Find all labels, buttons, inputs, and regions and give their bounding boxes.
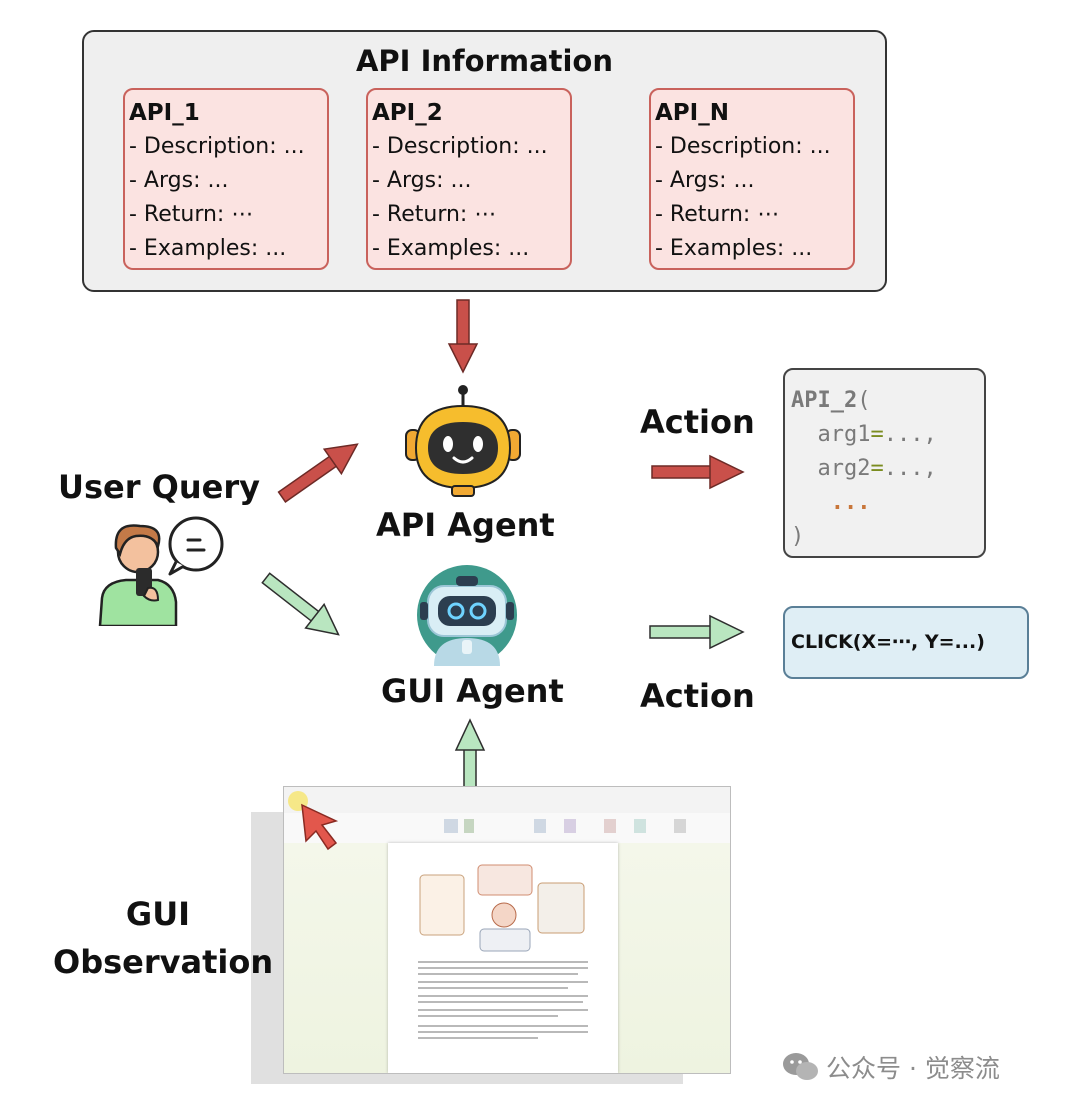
- api-card-return: - Return: ⋯: [129, 202, 254, 227]
- gui-agent-label: GUI Agent: [381, 672, 564, 710]
- code-function-name: API_2: [791, 388, 858, 413]
- api-card-examples: - Examples: ...: [372, 236, 530, 261]
- arrow-observation-to-gui-agent: [454, 718, 486, 789]
- screenshot-ribbon: [284, 813, 730, 844]
- code-arg-value: ...,: [883, 422, 937, 447]
- screenshot-document-page: [388, 843, 618, 1073]
- api-agent-label: API Agent: [376, 506, 555, 544]
- watermark-text: 公众号 · 觉察流: [826, 1054, 1000, 1083]
- code-line-2: arg1=...,: [791, 418, 984, 452]
- screenshot-embedded-figure: [419, 864, 585, 952]
- api-card-description: - Description: ...: [655, 134, 831, 159]
- api-card-name: API_1: [129, 100, 200, 126]
- code-arg-value: ...,: [883, 456, 937, 481]
- gui-observation-screenshot: [283, 786, 731, 1074]
- code-line-1: API_2(: [791, 384, 984, 418]
- mouse-cursor-icon: [288, 791, 339, 851]
- user-with-phone-icon: [98, 516, 224, 626]
- api-card-return: - Return: ⋯: [655, 202, 780, 227]
- api-card-return: - Return: ⋯: [372, 202, 497, 227]
- code-open-paren: (: [857, 388, 871, 413]
- code-line-3: arg2=...,: [791, 452, 984, 486]
- api-information-panel: API Information API_1 - Description: ...…: [82, 30, 887, 292]
- user-query-label: User Query: [58, 468, 260, 506]
- code-close-paren: ): [791, 524, 805, 549]
- api-card-2: API_2 - Description: ... - Args: ... - R…: [366, 88, 572, 270]
- api-card-args: - Args: ...: [372, 168, 472, 193]
- code-line-4: ...: [791, 486, 984, 520]
- code-equals: =: [870, 456, 884, 481]
- click-action-output-box: CLICK(X=⋯, Y=...): [783, 606, 1029, 679]
- arrow-user-to-api-agent: [277, 443, 359, 503]
- api-card-n: API_N - Description: ... - Args: ... - R…: [649, 88, 855, 270]
- api-card-name: API_N: [655, 100, 729, 126]
- code-line-5: ): [791, 520, 984, 554]
- api-card-1: API_1 - Description: ... - Args: ... - R…: [123, 88, 329, 270]
- gui-observation-label: GUI Observation: [53, 890, 274, 986]
- arrow-user-to-gui-agent: [261, 572, 340, 636]
- arrow-gui-agent-to-click: [649, 614, 745, 650]
- code-equals: =: [870, 422, 884, 447]
- watermark: 公众号 · 觉察流: [782, 1049, 1000, 1085]
- api-card-args: - Args: ...: [129, 168, 229, 193]
- screenshot-left-margin: [284, 843, 388, 1073]
- api-call-output-box: API_2( arg1=..., arg2=..., ...): [783, 368, 986, 558]
- api-card-examples: - Examples: ...: [129, 236, 287, 261]
- robot-gui-agent-icon: [417, 565, 517, 666]
- api-card-examples: - Examples: ...: [655, 236, 813, 261]
- robot-api-agent-icon: [405, 385, 521, 497]
- api-card-description: - Description: ...: [372, 134, 548, 159]
- code-ellipsis: ...: [830, 490, 871, 515]
- gui-observation-line-1: GUI: [125, 895, 191, 933]
- action-label-bottom: Action: [640, 677, 755, 715]
- api-card-name: API_2: [372, 100, 443, 126]
- screenshot-ribbon-tabs: [284, 801, 730, 813]
- api-information-title: API Information: [355, 44, 614, 78]
- screenshot-ribbon-icons: [444, 819, 686, 833]
- code-arg-name: arg1: [817, 422, 871, 447]
- api-card-description: - Description: ...: [129, 134, 305, 159]
- arrow-panel-to-api-agent: [447, 299, 479, 374]
- screenshot-titlebar: [284, 787, 730, 801]
- screenshot-right-margin: [618, 843, 730, 1073]
- speech-bubble-icon: [168, 516, 224, 576]
- action-label-top: Action: [640, 403, 755, 441]
- api-card-args: - Args: ...: [655, 168, 755, 193]
- code-arg-name: arg2: [817, 456, 871, 481]
- gui-observation-line-2: Observation: [53, 943, 274, 981]
- wechat-icon: [783, 1053, 818, 1080]
- click-action-text: CLICK(X=⋯, Y=...): [791, 631, 985, 653]
- arrow-api-agent-to-code: [651, 454, 745, 490]
